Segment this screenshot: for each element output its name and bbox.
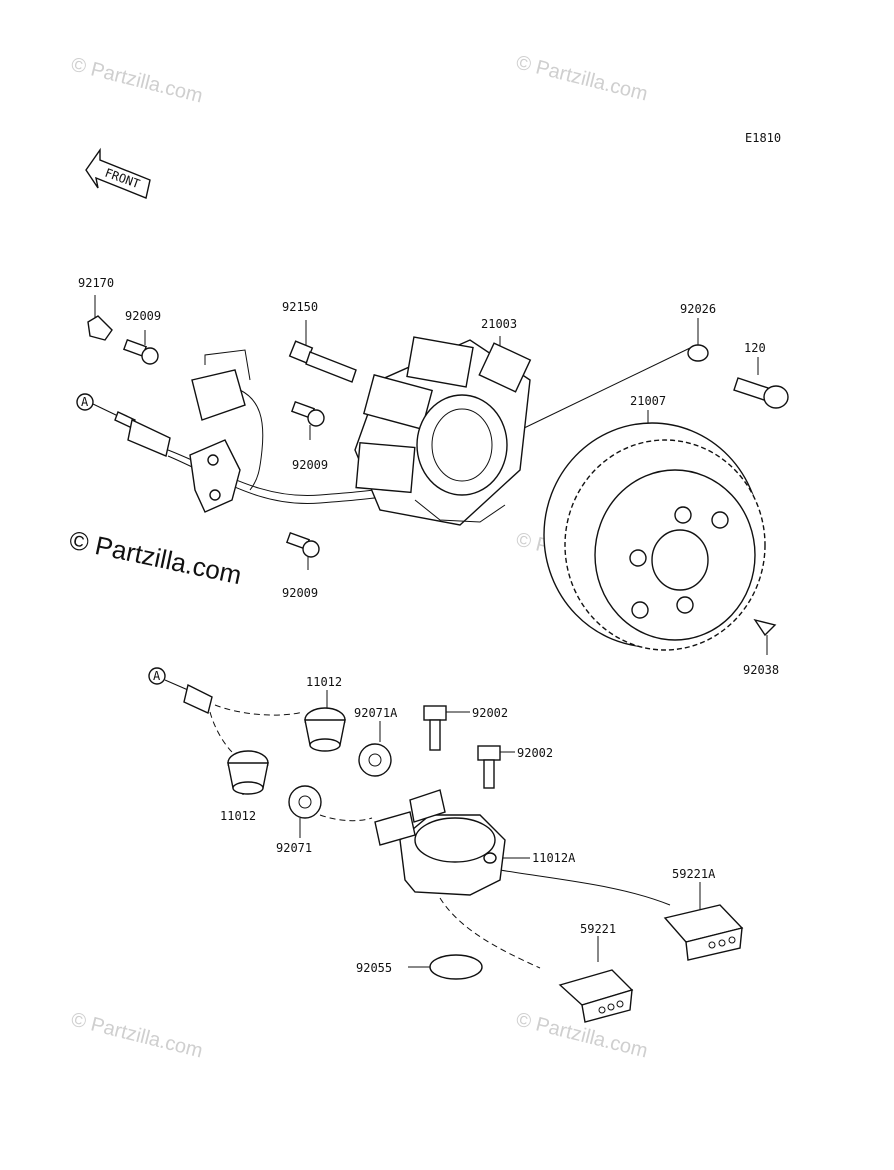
clamp-92170 bbox=[87, 315, 113, 341]
washer-92026 bbox=[687, 344, 709, 362]
callout-120: 120 bbox=[744, 341, 766, 355]
callout-92009-top: 92009 bbox=[125, 309, 161, 323]
screw-92009-middle bbox=[290, 400, 325, 427]
callout-92150: 92150 bbox=[282, 300, 318, 314]
screw-92009-top-left bbox=[122, 338, 159, 365]
screw-92009-bottom bbox=[285, 531, 320, 558]
callout-92009-middle: 92009 bbox=[292, 458, 328, 472]
callout-92170: 92170 bbox=[78, 276, 114, 290]
callout-59221: 59221 bbox=[580, 922, 616, 936]
callout-21003: 21003 bbox=[481, 317, 517, 331]
callout-92002-upper: 92002 bbox=[472, 706, 508, 720]
connector-reference-a-bottom: A bbox=[148, 667, 671, 969]
bolt-92002-lower bbox=[477, 745, 501, 789]
bolt-92002-upper bbox=[423, 705, 447, 751]
connector-59221a bbox=[663, 904, 744, 961]
diagram-code: E1810 bbox=[745, 131, 781, 145]
o-ring-92055 bbox=[429, 954, 483, 980]
cap-11012-lower bbox=[227, 750, 269, 795]
callout-92026: 92026 bbox=[680, 302, 716, 316]
callout-92038: 92038 bbox=[743, 663, 779, 677]
callout-11012a: 11012A bbox=[532, 851, 576, 865]
watermark-bottom-right: © Partzilla.com bbox=[514, 1009, 650, 1063]
callout-59221a: 59221A bbox=[672, 867, 716, 881]
front-arrow-icon: FRONT bbox=[85, 147, 151, 199]
callout-92071: 92071 bbox=[276, 841, 312, 855]
svg-text:A: A bbox=[81, 395, 89, 409]
cover-11012a bbox=[374, 789, 506, 896]
watermark-top-right: © Partzilla.com bbox=[514, 52, 650, 106]
watermark-top-left: © Partzilla.com bbox=[69, 54, 205, 108]
callout-11012-upper: 11012 bbox=[306, 675, 342, 689]
callout-92002-lower: 92002 bbox=[517, 746, 553, 760]
seal-92071a bbox=[358, 743, 392, 777]
connector-59221 bbox=[558, 969, 634, 1023]
watermark-center-left: © Partzilla.com bbox=[67, 525, 245, 591]
callout-92009-bottom: 92009 bbox=[282, 586, 318, 600]
flywheel-21007 bbox=[543, 422, 766, 651]
stator-21003 bbox=[354, 336, 532, 526]
callout-11012-lower: 11012 bbox=[220, 809, 256, 823]
callout-21007: 21007 bbox=[630, 394, 666, 408]
bolt-120 bbox=[733, 377, 789, 409]
callout-92055: 92055 bbox=[356, 961, 392, 975]
pickup-coil-plate bbox=[189, 349, 264, 513]
callout-92071a: 92071A bbox=[354, 706, 398, 720]
key-92038 bbox=[753, 618, 777, 637]
bolt-92150 bbox=[288, 340, 357, 383]
callout-labels: 92170 92009 92150 21003 92026 120 21007 … bbox=[78, 276, 779, 975]
cap-11012-upper bbox=[304, 707, 346, 752]
seal-92071 bbox=[288, 785, 322, 819]
watermark-bottom-left: © Partzilla.com bbox=[69, 1009, 205, 1063]
svg-text:A: A bbox=[153, 669, 161, 683]
